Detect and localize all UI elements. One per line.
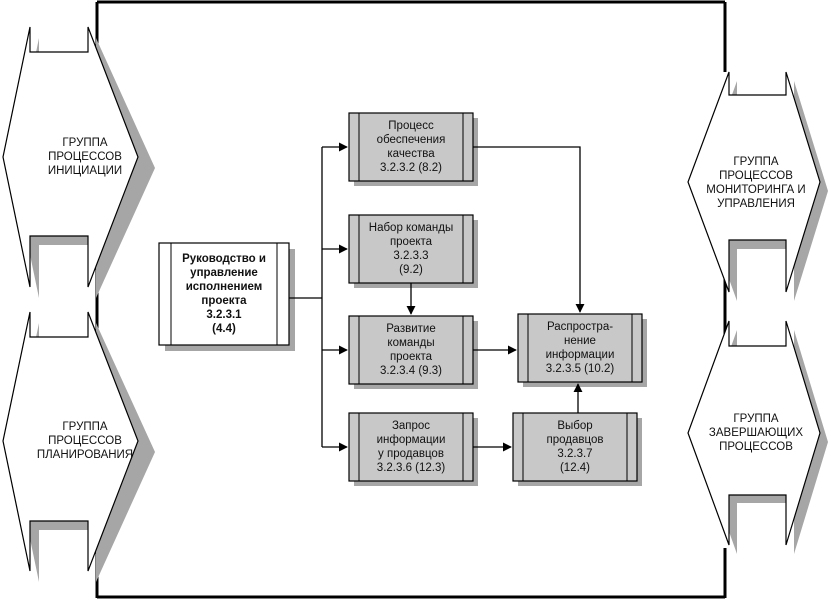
planning-group-arrow <box>2 311 155 582</box>
label-line: у продавцов <box>378 448 444 460</box>
label-line: (9.2) <box>399 264 423 276</box>
develop-team-box <box>348 315 478 389</box>
quality-assurance-label: Процесс обеспечения качества 3.2.3.2 (8.2) <box>359 113 463 181</box>
label-line: ПРОЦЕССОВ <box>48 435 122 447</box>
select-sellers-box <box>512 412 642 486</box>
request-info-box <box>348 412 478 486</box>
label-line: МОНИТОРИНГА И <box>706 184 806 196</box>
label-line: (12.4) <box>559 462 591 474</box>
label-line: проекта <box>389 351 433 363</box>
closing-group-arrow <box>687 320 828 554</box>
label-line: Руководство и <box>182 253 266 265</box>
label-line: ИНИЦИАЦИИ <box>47 165 123 177</box>
closing-group-label: ГРУППА ЗАВЕРШАЮЩИХ ПРОЦЕССОВ <box>696 400 816 466</box>
label-line: ГРУППА <box>733 156 779 168</box>
monitoring-group-label: ГРУППА ПРОЦЕССОВ МОНИТОРИНГА И УПРАВЛЕНИЯ <box>696 148 816 218</box>
label-line: ГРУППА <box>62 137 108 149</box>
label-line: (4.4) <box>212 323 236 335</box>
label-line: качества <box>387 148 435 160</box>
select-sellers-label: Выбор продавцов 3.2.3.7 (12.4) <box>523 413 627 481</box>
quality-assurance-box <box>348 112 478 186</box>
initiation-group-label: ГРУППА ПРОЦЕССОВ ИНИЦИАЦИИ <box>30 122 140 192</box>
label-line: Выбор <box>557 420 593 432</box>
label-line: 3.2.3.4 (9.3) <box>379 365 442 377</box>
label-line: ПРОЦЕССОВ <box>719 170 793 182</box>
label-line: Набор команды <box>368 222 454 234</box>
label-line: информации <box>376 434 446 446</box>
request-info-label: Запрос информации у продавцов 3.2.3.6 (12.3… <box>359 413 463 481</box>
direct-manage-box <box>158 242 295 351</box>
planning-group-label: ГРУППА ПРОЦЕССОВ ПЛАНИРОВАНИЯ <box>30 406 140 476</box>
initiation-group-arrow <box>2 26 155 298</box>
label-line: 3.2.3.3 <box>393 250 429 262</box>
label-line: 3.2.3.5 (10.2) <box>545 363 615 375</box>
develop-team-label: Развитие команды проекта 3.2.3.4 (9.3) <box>359 316 463 384</box>
label-line: 3.2.3.2 (8.2) <box>379 162 442 174</box>
distribute-info-label: Распростра-нение информации 3.2.3.5 (10.2) <box>528 314 632 382</box>
label-line: ПРОЦЕССОВ <box>719 441 793 453</box>
label-line: управление <box>190 267 258 279</box>
label-line: УПРАВЛЕНИЯ <box>717 198 795 210</box>
label-line: исполнением <box>185 281 263 293</box>
label-line: Распростра- <box>546 321 614 333</box>
connectors <box>289 142 585 452</box>
label-line: продавцов <box>546 434 604 446</box>
label-line: команды <box>387 337 435 349</box>
label-line: проекта <box>201 295 247 307</box>
acquire-team-box <box>348 214 478 288</box>
label-line: проекта <box>389 236 433 248</box>
label-line: ГРУППА <box>62 421 108 433</box>
label-line: ГРУППА <box>733 413 779 425</box>
label-line: Развитие <box>386 323 436 335</box>
label-line: 3.2.3.7 <box>557 448 593 460</box>
direct-manage-label: Руководство и управление исполнением проект… <box>171 243 277 345</box>
monitoring-group-arrow <box>687 71 828 301</box>
label-line: ПЛАНИРОВАНИЯ <box>36 449 134 461</box>
label-line: нение <box>564 335 596 347</box>
label-line: ПРОЦЕССОВ <box>48 151 122 163</box>
label-line: 3.2.3.6 (12.3) <box>376 462 446 474</box>
acquire-team-label: Набор команды проекта 3.2.3.3 (9.2) <box>359 215 463 283</box>
label-line: Запрос <box>391 420 431 432</box>
label-line: 3.2.3.1 <box>206 309 242 321</box>
label-line: информации <box>545 349 615 361</box>
label-line: ЗАВЕРШАЮЩИХ <box>708 427 804 439</box>
distribute-info-box <box>517 313 647 387</box>
label-line: Процесс <box>388 120 434 132</box>
label-line: обеспечения <box>376 134 446 146</box>
